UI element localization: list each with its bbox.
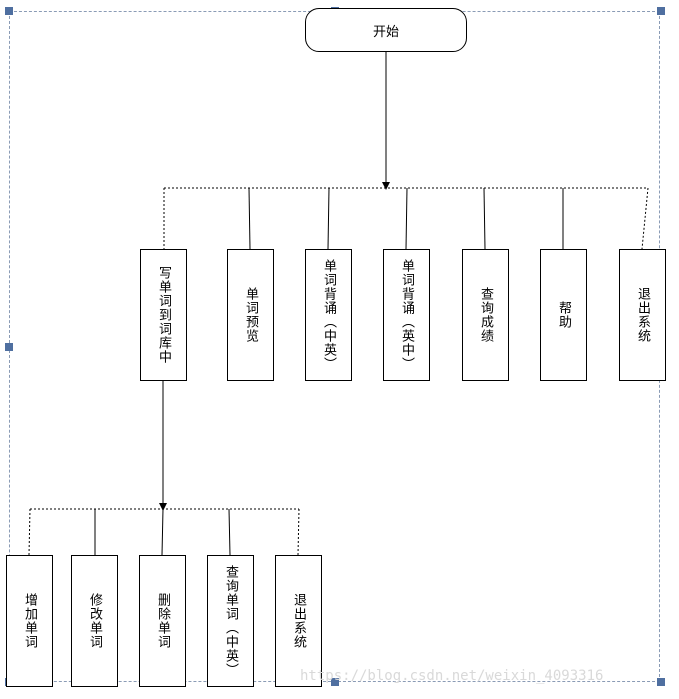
drop-query xyxy=(228,508,231,556)
resize-handle-top-right[interactable] xyxy=(657,7,665,15)
node-query[interactable]: 查询单词（中英） xyxy=(207,555,254,687)
node-write[interactable]: 写单词到词库中 xyxy=(140,249,187,381)
start-label: 开始 xyxy=(372,24,399,40)
node-exit-label: 退出系统 xyxy=(635,287,650,343)
node-exit2-label: 退出系统 xyxy=(291,593,306,649)
node-add-label: 增加单词 xyxy=(22,593,37,649)
drop-recite-en-cn xyxy=(405,187,408,250)
start-node[interactable]: 开始 xyxy=(305,8,467,52)
node-add[interactable]: 增加单词 xyxy=(6,555,53,687)
node-exit2[interactable]: 退出系统 xyxy=(275,555,322,687)
node-recite-cn-en-label: 单词背诵（中英） xyxy=(321,259,336,371)
node-exit[interactable]: 退出系统 xyxy=(619,249,666,381)
watermark-text: https://blog.csdn.net/weixin_4093316 xyxy=(300,668,604,684)
node-delete[interactable]: 删除单词 xyxy=(139,555,186,687)
node-write-label: 写单词到词库中 xyxy=(156,266,171,364)
node-preview-label: 单词预览 xyxy=(243,287,258,343)
node-score[interactable]: 查询成绩 xyxy=(462,249,509,381)
node-delete-label: 删除单词 xyxy=(155,593,170,649)
node-recite-cn-en[interactable]: 单词背诵（中英） xyxy=(305,249,352,381)
node-preview[interactable]: 单词预览 xyxy=(227,249,274,381)
node-score-label: 查询成绩 xyxy=(478,287,493,343)
drop-preview xyxy=(248,187,251,250)
drop-score xyxy=(483,187,486,250)
node-query-label: 查询单词（中英） xyxy=(223,565,238,677)
node-modify-label: 修改单词 xyxy=(87,593,102,649)
drop-recite-cn-en xyxy=(327,187,330,250)
node-help-label: 帮助 xyxy=(556,301,571,329)
node-recite-en-cn-label: 单词背诵（英中） xyxy=(399,259,414,371)
drop-delete xyxy=(161,508,164,556)
resize-handle-top-left[interactable] xyxy=(5,7,13,15)
resize-handle-bottom-right[interactable] xyxy=(657,678,665,686)
node-modify[interactable]: 修改单词 xyxy=(71,555,118,687)
node-recite-en-cn[interactable]: 单词背诵（英中） xyxy=(383,249,430,381)
resize-handle-middle-left[interactable] xyxy=(5,343,13,351)
resize-handle-bottom-center[interactable] xyxy=(331,678,339,686)
node-help[interactable]: 帮助 xyxy=(540,249,587,381)
